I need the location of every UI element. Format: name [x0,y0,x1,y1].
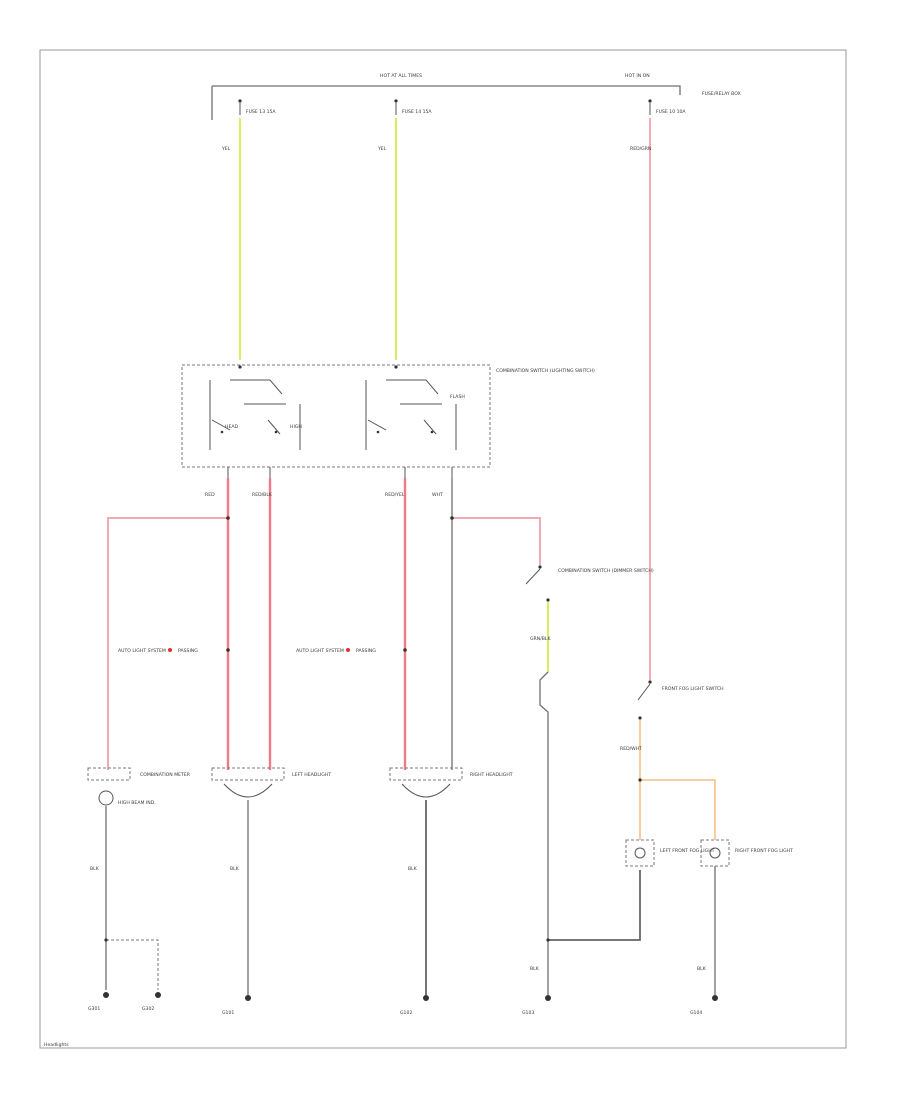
auto-light-label: AUTO LIGHT SYSTEM [296,648,344,654]
wire-orange-fog [639,720,716,840]
wire-color-label: RED/GRN [630,146,651,152]
dimmer-label: COMBINATION SWITCH (DIMMER SWITCH) [558,568,654,574]
wire-color-label: GRN/BLK [530,636,551,642]
wire-color-label: RED [205,492,215,498]
passing-label: PASSING [356,648,376,654]
ground-label: G103 [522,1010,534,1016]
connector-label: HOT AT ALL TIMES [380,73,422,79]
wire-ground-meter-dashed [106,939,159,990]
ground-label: G101 [222,1010,234,1016]
wire-color-label: BLK [530,966,540,972]
ground-label: G301 [88,1006,100,1012]
ground-label: G102 [400,1010,412,1016]
fog-light-label: LEFT FRONT FOG LIGHT [660,848,715,854]
wire-color-label: BLK [230,866,240,872]
fuse-label: FUSE 10 10A [656,109,686,115]
position-label: FLASH [450,394,465,400]
wire-color-label: BLK [90,866,100,872]
ground-g301: G301 [88,992,109,1012]
position-label: HIGH [290,424,302,430]
diagram-frame [39,49,847,1049]
fuse-label: FUSE 14 15A [402,109,432,115]
wire-color-label: WHT [432,492,443,498]
auto-light-right: AUTO LIGHT SYSTEM PASSING [296,648,407,654]
ground-g102: G102 [400,995,429,1016]
position-label: HEAD [225,424,238,430]
ground-label: G302 [142,1006,154,1012]
fuse-label: FUSE 13 15A [246,109,276,115]
wire-black-dimmer-out [539,671,549,940]
fuse-10: FUSE 10 10A FUSE/RELAY BOX [648,91,741,115]
fog-light-label: RIGHT FRONT FOG LIGHT [735,848,793,854]
connector-label: HOT IN ON [625,73,650,79]
headlight-label: RIGHT HEADLIGHT [470,772,513,778]
ground-label: G104 [690,1010,702,1016]
fog-switch: FRONT FOG LIGHT SWITCH [637,680,724,720]
dimmer-switch: COMBINATION SWITCH (DIMMER SWITCH) [525,565,654,602]
wire-red-dimmer [452,517,541,565]
indicator-label: HIGH BEAM IND. [118,800,156,806]
passing-label: PASSING [178,648,198,654]
wire-color-label: YEL [221,146,231,152]
auto-light-label: AUTO LIGHT SYSTEM [118,648,166,654]
right-headlight: RIGHT HEADLIGHT [389,767,513,798]
wire-red-meter [107,517,228,770]
wire-color-label: BLK [697,966,707,972]
meter-label: COMBINATION METER [140,772,191,778]
wire-color-label: RED/BLK [252,492,273,498]
left-headlight: LEFT HEADLIGHT [211,767,331,798]
footer-label: Headlights [44,1042,69,1048]
power-bus: HOT AT ALL TIMES HOT IN ON [211,73,681,120]
switch-label: COMBINATION SWITCH (LIGHTING SWITCH) [496,368,595,374]
headlight-label: LEFT HEADLIGHT [292,772,331,778]
left-fog-light: LEFT FRONT FOG LIGHT [625,839,715,867]
combination-switch: COMBINATION SWITCH (LIGHTING SWITCH) HEA… [181,364,595,480]
wire-ground-dimmer [548,870,641,941]
fog-switch-label: FRONT FOG LIGHT SWITCH [662,686,724,692]
ground-g101: G101 [222,995,251,1016]
combination-meter: COMBINATION METER HIGH BEAM IND. [87,767,191,806]
fuse-box-label: FUSE/RELAY BOX [702,91,741,97]
fuse-14: FUSE 14 15A [394,99,432,115]
ground-g302: G302 [142,992,161,1012]
fuse-13: FUSE 13 15A [238,99,276,115]
wire-color-label: YEL [377,146,387,152]
wire-color-label: RED/WHT [620,746,642,752]
right-fog-light: RIGHT FRONT FOG LIGHT [700,839,793,867]
ground-g104: G104 [690,995,718,1016]
wire-color-label: BLK [408,866,418,872]
ground-g103: G103 [522,995,551,1016]
auto-light-left: AUTO LIGHT SYSTEM PASSING [118,648,230,654]
wire-color-label: RED/YEL [385,492,405,498]
